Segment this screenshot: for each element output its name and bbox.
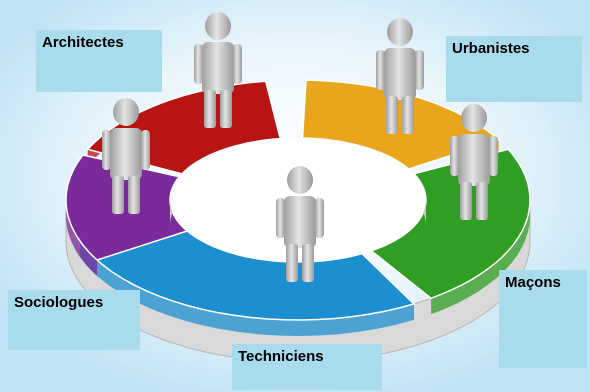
label-sociologues-text: Sociologues (14, 294, 104, 311)
label-sociologues: Sociologues (8, 290, 140, 350)
segment-side-purple (66, 155, 98, 276)
person-figure-icon-architect (194, 12, 242, 128)
label-macons-text: Maçons (505, 274, 561, 291)
label-urbanistes: Urbanistes (446, 36, 582, 102)
person-figure-icon-sociologist (102, 98, 150, 214)
person-figure-icon-technician (276, 166, 324, 282)
label-techniciens-text: Techniciens (238, 348, 324, 365)
figures-group (102, 12, 498, 282)
person-figure-icon-urbanist (376, 18, 424, 134)
label-architectes-text: Architectes (42, 34, 124, 51)
person-figure-icon-mason (450, 104, 498, 220)
label-urbanistes-text: Urbanistes (452, 40, 530, 57)
label-architectes: Architectes (36, 30, 162, 92)
label-macons: Maçons (499, 270, 587, 368)
label-techniciens: Techniciens (232, 344, 382, 390)
segment-side-blue (80, 241, 414, 336)
